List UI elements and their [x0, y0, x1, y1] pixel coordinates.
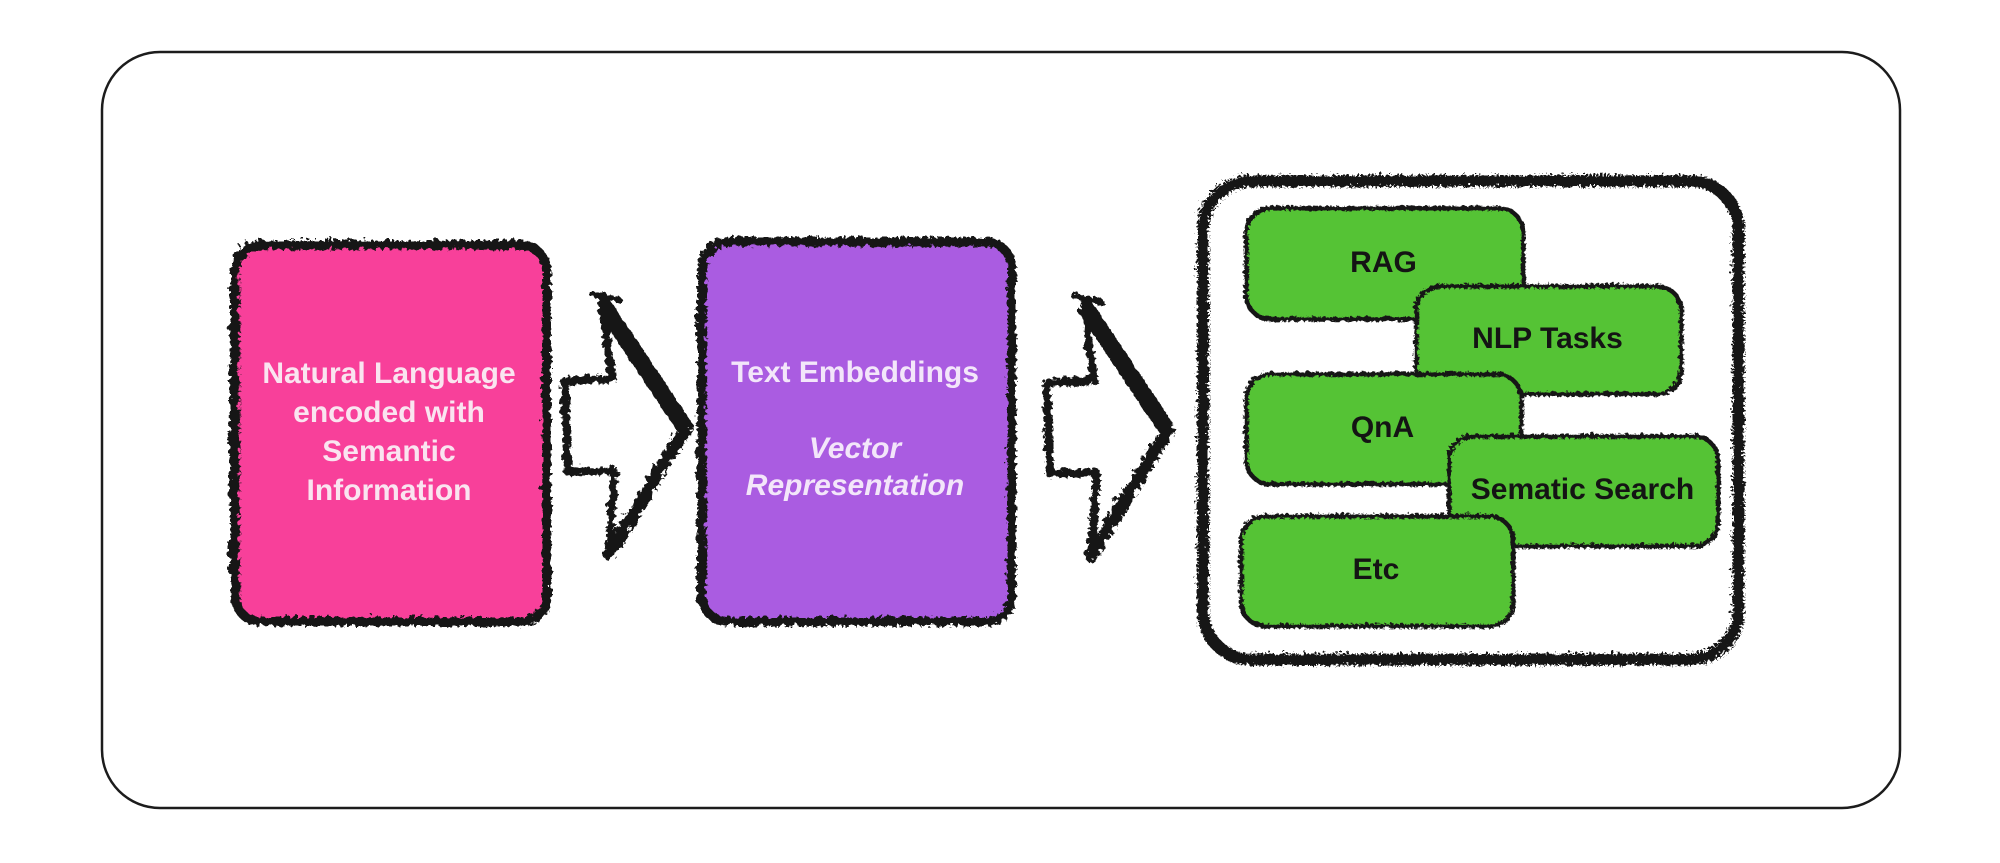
app-box-etc — [1237, 512, 1515, 628]
arrow-overdraw — [596, 295, 692, 558]
applications-container-rect — [1195, 173, 1742, 663]
input-node-rect — [228, 238, 550, 625]
input-node-box — [228, 238, 550, 625]
embeddings-node-box — [695, 235, 1015, 625]
flow-arrow-1 — [559, 289, 692, 559]
app-box-nlp-tasks — [1412, 282, 1683, 396]
app-box-rect — [1445, 432, 1720, 548]
input-node-rect-echo — [234, 244, 546, 621]
arrow-sketch-stroke — [587, 289, 682, 432]
arrow-sketch-stroke — [1069, 291, 1164, 434]
applications-container-rect-echo — [1201, 179, 1736, 657]
app-box-rect — [1237, 512, 1515, 628]
flow-arrow-2 — [1041, 291, 1174, 561]
app-box-rect — [1412, 282, 1683, 396]
embeddings-node-rect — [695, 235, 1015, 625]
outer-frame — [100, 50, 1902, 810]
app-box-sematic-search — [1445, 432, 1720, 548]
embeddings-node-rect-echo — [701, 241, 1011, 621]
arrow-overdraw — [1078, 297, 1174, 560]
applications-container-box — [1195, 173, 1742, 663]
